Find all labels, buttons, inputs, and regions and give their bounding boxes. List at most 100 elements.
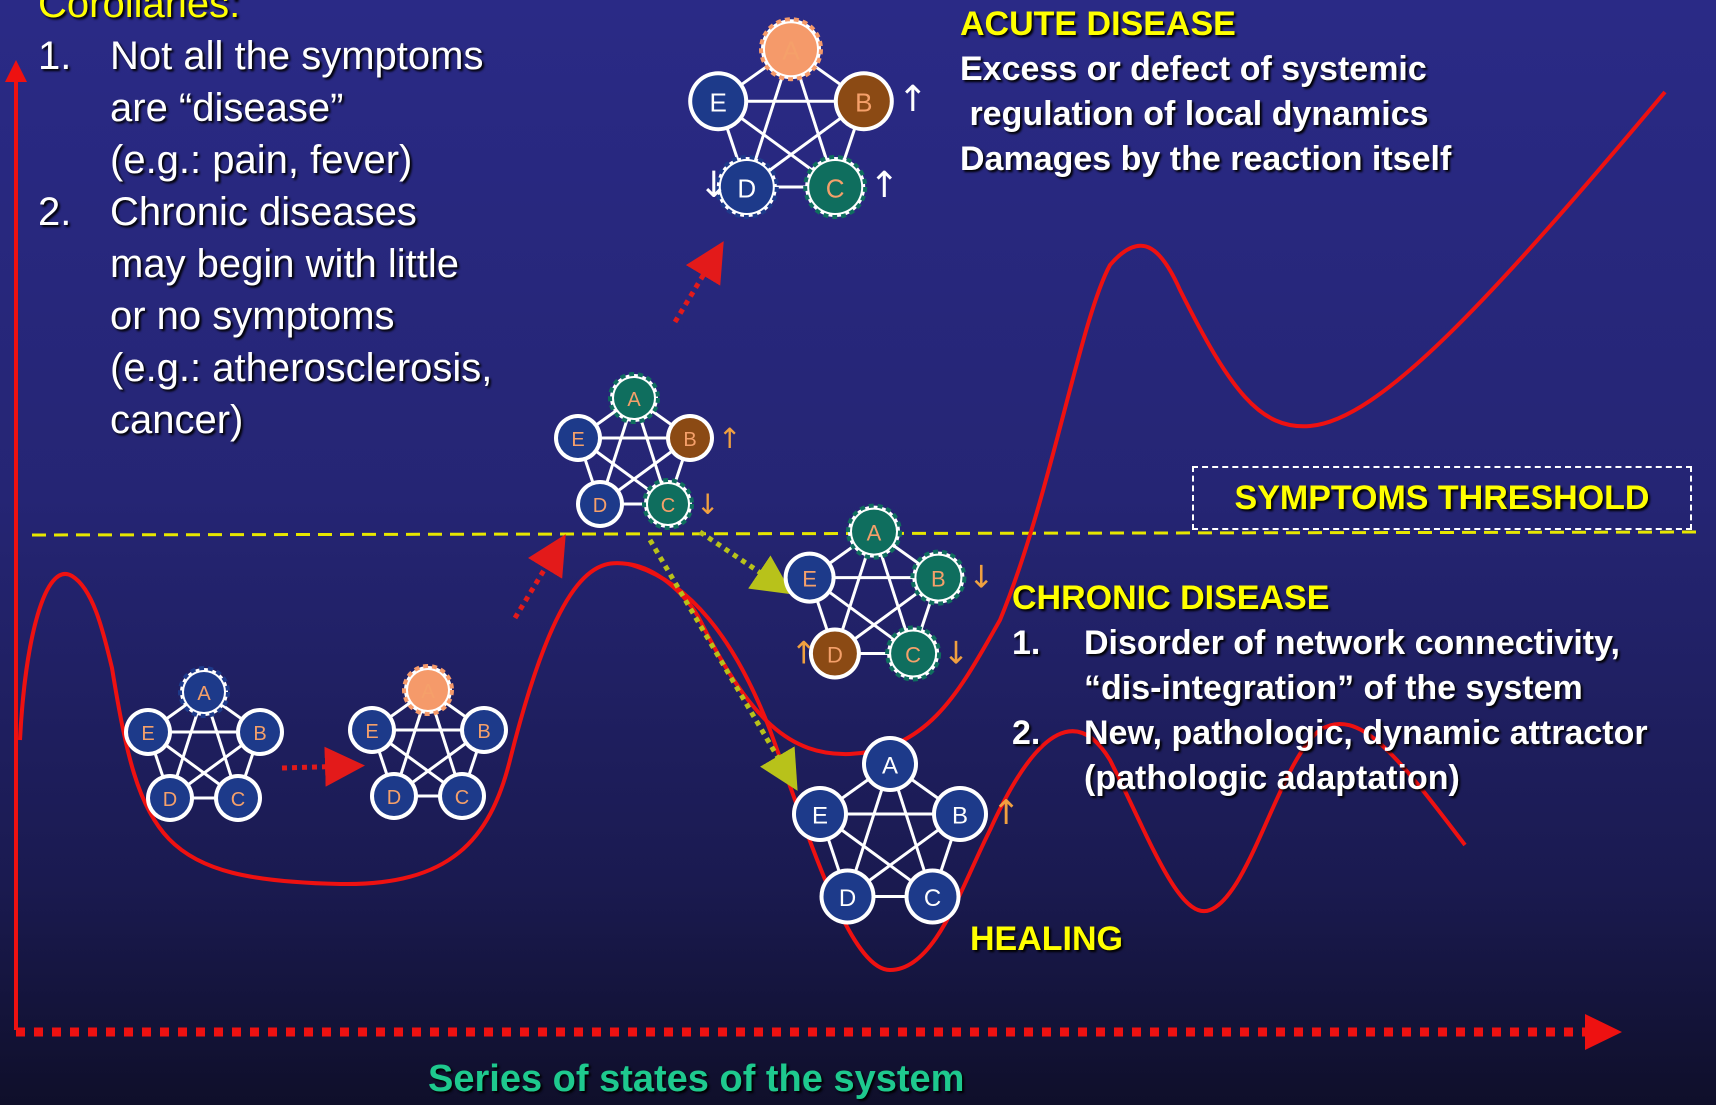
node-a: A (759, 17, 823, 82)
acute-disease-line-3: Damages by the reaction itself (960, 140, 1452, 178)
node-d: D (808, 627, 861, 680)
node-b: B (910, 549, 967, 606)
main-state-curve (18, 90, 1667, 887)
node-label: C (455, 787, 469, 809)
chronic-item-1-line-1: Disorder of network connectivity, (1084, 624, 1620, 662)
transition-arrow-5 (647, 538, 798, 791)
node-b: B (932, 786, 988, 842)
network-state-threshold: A B C D E ↑ ↓ (554, 372, 741, 530)
corollary-1-line-2: are “disease” (110, 86, 344, 130)
node-label: D (593, 495, 607, 517)
node-label: C (924, 885, 941, 912)
node-b: B (236, 708, 284, 756)
node-label: E (710, 88, 727, 118)
chronic-item-1-line-2: “dis-integration” of the system (1084, 669, 1583, 707)
node-a: A (846, 503, 902, 560)
node-e: E (688, 71, 749, 132)
node-label: A (197, 683, 211, 705)
chronic-item-2-line-2: (pathologic adaptation) (1084, 759, 1460, 797)
node-b: B (460, 706, 508, 754)
node-label: B (931, 566, 946, 591)
node-d: D (146, 774, 194, 822)
corollary-2-line-5: cancer) (110, 398, 244, 442)
transition-arrow-1 (281, 746, 365, 787)
node-label: E (141, 723, 154, 745)
node-label: B (683, 429, 696, 451)
corollary-1-line-3: (e.g.: pain, fever) (110, 138, 413, 182)
node-label: D (387, 787, 401, 809)
chronic-item-1-number: 1. (1012, 624, 1041, 662)
chronic-disease-block: CHRONIC DISEASE 1. Disorder of network co… (1012, 576, 1648, 801)
node-label: C (826, 173, 845, 203)
node-label: D (737, 173, 756, 203)
transition-arrow-2 (512, 534, 566, 620)
network-state-chronic: A B C D E ↓ ↓ ↑ (783, 503, 994, 682)
node-b: B (666, 414, 714, 462)
node-label: A (867, 520, 882, 545)
node-c: C (214, 774, 262, 822)
node-a: A (862, 736, 918, 792)
node-label: E (802, 566, 817, 591)
symptoms-threshold-label: SYMPTOMS THRESHOLD (1192, 466, 1692, 530)
level-down-arrow-icon: ↓ (943, 636, 969, 672)
node-label: E (365, 721, 378, 743)
node-d: D (819, 868, 876, 925)
y-axis (5, 60, 27, 1030)
node-label: A (882, 753, 898, 780)
healing-label: HEALING (970, 920, 1123, 958)
node-label: B (952, 803, 968, 830)
transition-arrow-3 (672, 241, 724, 324)
node-label: C (661, 495, 675, 517)
corollaries-heading: Corollaries: (38, 0, 241, 26)
node-c: C (438, 772, 486, 820)
chronic-disease-title: CHRONIC DISEASE (1012, 579, 1330, 617)
corollary-2-number: 2. (38, 190, 72, 234)
node-label: D (827, 642, 843, 667)
level-down-arrow-icon: ↓ (696, 488, 719, 521)
corollary-2-line-4: (e.g.: atherosclerosis, (110, 346, 493, 390)
node-e: E (792, 786, 848, 842)
node-a: A (608, 372, 660, 424)
node-b: B (833, 71, 894, 132)
level-up-arrow-icon: ↑ (869, 165, 899, 206)
node-label: B (477, 721, 490, 743)
x-axis (16, 1014, 1622, 1050)
node-label: C (231, 789, 245, 811)
node-label: D (163, 789, 177, 811)
symptoms-threshold-line (31, 530, 1701, 537)
corollary-2-line-3: or no symptoms (110, 294, 395, 338)
chronic-item-2-line-1: New, pathologic, dynamic attractor (1084, 714, 1648, 752)
chronic-item-2-number: 2. (1012, 714, 1041, 752)
level-down-arrow-icon: ↓ (968, 560, 994, 596)
acute-disease-block: ACUTE DISEASE Excess or defect of system… (960, 2, 1451, 182)
node-label: D (839, 885, 856, 912)
node-e: E (783, 551, 836, 604)
corollary-1-number: 1. (38, 34, 72, 78)
node-label: B (253, 723, 266, 745)
acute-disease-line-1: Excess or defect of systemic (960, 50, 1427, 88)
node-label: B (855, 88, 872, 118)
node-label: E (571, 429, 584, 451)
node-label: C (905, 642, 921, 667)
level-down-arrow-icon: ↓ (699, 165, 729, 206)
node-d: D (370, 772, 418, 820)
corollary-2-line-1: Chronic diseases (110, 190, 417, 234)
network-state-1: A B C D E (124, 666, 284, 822)
node-label: A (421, 681, 435, 703)
network-state-2: A B C D E (348, 664, 508, 820)
node-c: C (642, 478, 694, 530)
corollaries-block: Corollaries: 1. Not all the symptoms are … (38, 0, 492, 446)
node-label: A (627, 389, 641, 411)
network-state-acute: A B C D E ↑ ↑ ↓ (688, 17, 928, 219)
level-up-arrow-icon: ↑ (791, 636, 817, 672)
level-up-arrow-icon: ↑ (898, 79, 928, 120)
node-a: A (402, 664, 454, 716)
x-axis-label: Series of states of the system (428, 1058, 965, 1100)
corollary-1-line-1: Not all the symptoms (110, 34, 484, 78)
acute-disease-line-2: regulation of local dynamics (960, 95, 1429, 133)
node-c: C (904, 868, 961, 925)
node-c: C (885, 625, 942, 682)
level-up-arrow-icon: ↑ (718, 422, 741, 455)
